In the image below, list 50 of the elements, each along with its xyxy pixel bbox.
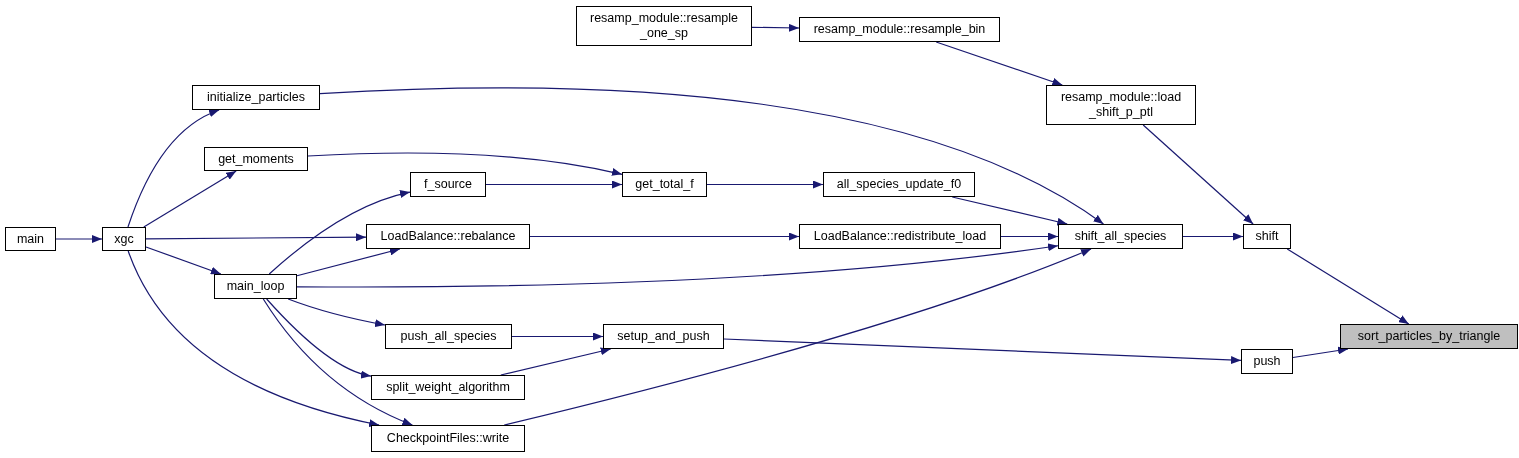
arrow [1286, 248, 1410, 325]
arrow [1292, 346, 1349, 359]
arrow [485, 180, 623, 189]
arrow [268, 190, 411, 275]
arrow [127, 109, 220, 228]
function-box: resamp_module::load _shift_p_ptl [1046, 85, 1196, 125]
function-box: xgc [102, 227, 146, 251]
function-box: main_loop [214, 274, 297, 299]
function-box: CheckpointFiles::write [371, 425, 525, 452]
function-box: split_weight_algorithm [371, 375, 525, 400]
function-box: get_total_f [622, 172, 707, 197]
arrow [127, 250, 380, 427]
arrow [500, 347, 612, 376]
arrow [1000, 232, 1059, 241]
function-box: f_source [410, 172, 486, 197]
arrow [1142, 124, 1254, 225]
arrow [529, 232, 800, 241]
arrow [143, 170, 237, 228]
function-box: resamp_module::resample_bin [799, 17, 1000, 42]
arrow [951, 196, 1068, 226]
arrow [751, 23, 800, 32]
arrow [503, 248, 1092, 426]
function-box: sort_particles_by_triangle [1340, 324, 1518, 349]
function-box: push [1241, 349, 1293, 374]
arrow [935, 41, 1063, 86]
function-box: LoadBalance::rebalance [366, 224, 530, 249]
arrow [287, 298, 386, 328]
arrow [706, 180, 824, 189]
arrow [511, 332, 604, 341]
arrow [296, 247, 401, 277]
function-box: initialize_particles [192, 85, 320, 110]
function-box: all_species_update_f0 [823, 172, 975, 197]
arrow [319, 87, 1105, 225]
arrow [723, 338, 1242, 364]
arrow [55, 235, 103, 243]
function-box: resamp_module::resample _one_sp [576, 6, 752, 46]
arrow [145, 246, 222, 275]
function-box: shift [1243, 224, 1291, 249]
arrow [145, 233, 367, 242]
arrow [262, 298, 413, 426]
function-box: setup_and_push [603, 324, 724, 349]
function-box: push_all_species [385, 324, 512, 349]
function-box: main [5, 227, 56, 251]
arrow [307, 152, 623, 177]
arrow [1182, 232, 1244, 241]
function-box: shift_all_species [1058, 224, 1183, 249]
arrow [266, 298, 372, 378]
function-box: LoadBalance::redistribute_load [799, 224, 1001, 249]
arrow [296, 243, 1059, 288]
function-box: get_moments [204, 147, 308, 171]
